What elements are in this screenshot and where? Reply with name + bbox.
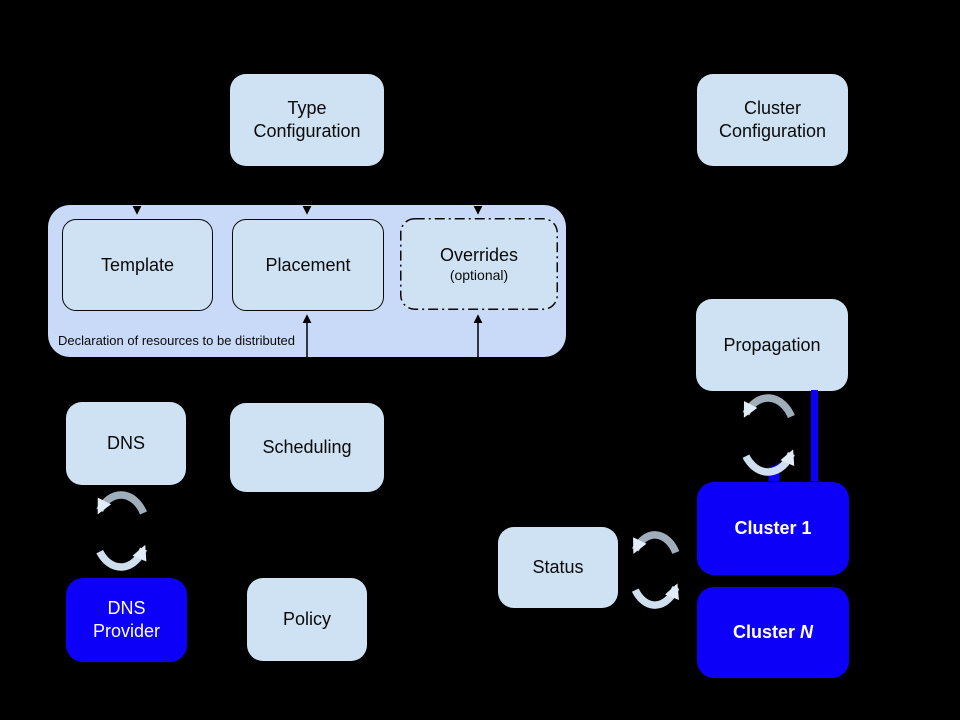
node-label: DNS	[106, 433, 145, 453]
node-label: Type	[287, 98, 327, 118]
node-sublabel: (optional)	[449, 267, 509, 283]
node-label: Configuration	[253, 121, 361, 141]
node-label: Cluster	[743, 98, 801, 118]
node-scheduling: Scheduling	[230, 403, 384, 492]
sync-icon	[96, 491, 147, 571]
declaration-caption: Declaration of resources to be distribut…	[58, 333, 296, 348]
node-propagation: Propagation	[696, 299, 848, 391]
node-dns: DNS	[66, 402, 186, 485]
sync-icon	[631, 531, 680, 609]
node-label-prefix: Cluster	[732, 622, 801, 642]
node-status: Status	[498, 527, 618, 608]
node-label: Template	[100, 254, 175, 275]
node-label: Cluster 1	[734, 518, 812, 538]
node-cluster-1: Cluster 1	[697, 482, 849, 575]
node-label: DNS	[107, 598, 146, 618]
node-policy: Policy	[247, 578, 367, 661]
node-type-configuration: Type Configuration	[230, 74, 384, 166]
node-cluster-configuration: Cluster Configuration	[697, 74, 848, 166]
node-label: Placement	[265, 254, 351, 275]
node-template: Template	[62, 219, 213, 311]
node-label: Status	[532, 557, 584, 577]
node-placement: Placement	[232, 219, 384, 311]
node-label: Provider	[92, 621, 161, 641]
node-label: Policy	[282, 609, 331, 629]
node-dns-provider: DNS Provider	[66, 578, 187, 662]
node-cluster-n: Cluster N	[697, 587, 849, 678]
node-label: Scheduling	[262, 437, 352, 457]
node-label-n: N	[800, 622, 814, 642]
sync-icon	[742, 394, 795, 476]
node-label: Overrides	[439, 245, 519, 265]
node-label: Cluster N	[733, 621, 813, 644]
node-overrides: Overrides (optional)	[400, 218, 558, 310]
node-label: Propagation	[723, 334, 821, 355]
node-label: Configuration	[718, 121, 827, 141]
